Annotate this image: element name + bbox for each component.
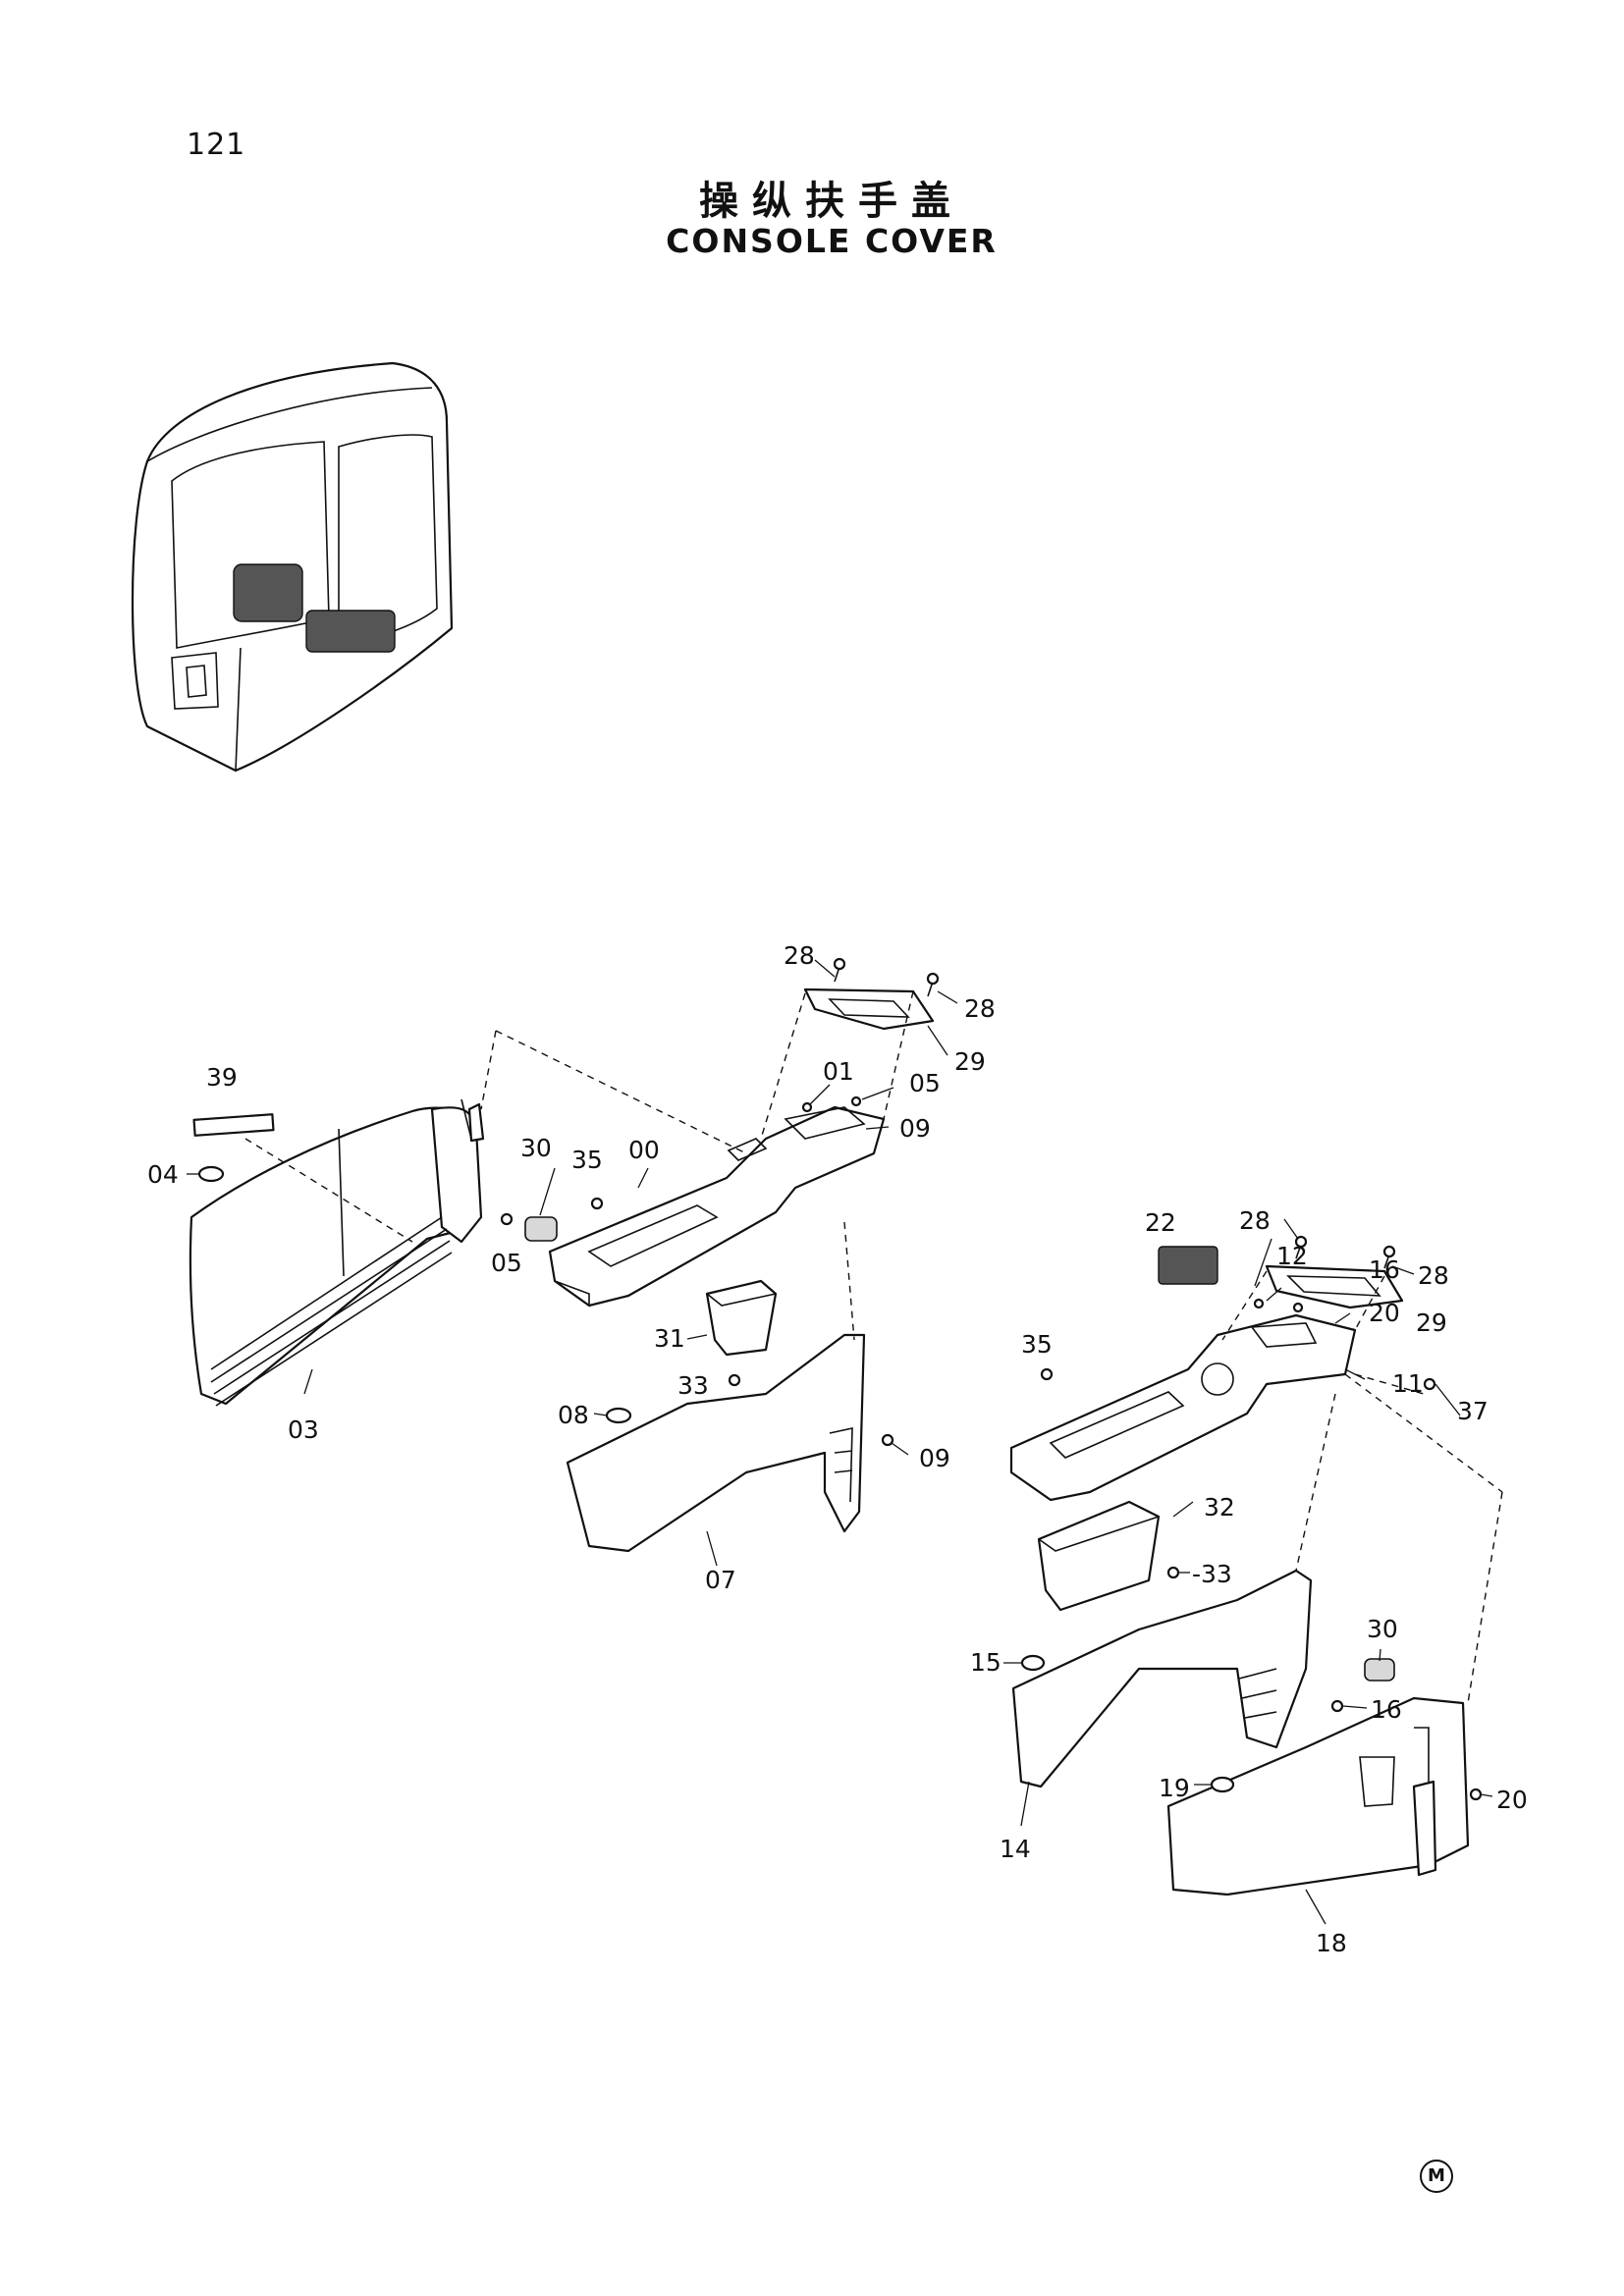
- footer-mark: M: [1420, 2160, 1453, 2193]
- callout-09: 09: [899, 1114, 931, 1143]
- callout-31: 31: [654, 1324, 685, 1353]
- part-39-plate: [192, 1113, 275, 1137]
- callout-14: 14: [1000, 1835, 1031, 1863]
- cab-overview: [131, 361, 454, 773]
- callout-35: 35: [571, 1146, 603, 1174]
- callout-05: 05: [491, 1249, 522, 1277]
- callout-33: -33: [1192, 1560, 1232, 1588]
- title-chinese: 操纵扶手盖: [699, 179, 964, 224]
- left-console-highlight: [233, 563, 303, 622]
- right-console-highlight: [305, 610, 396, 653]
- part-00-console-top: [548, 1105, 886, 1308]
- leader-lines: [187, 959, 1493, 1925]
- part-32-storage-box: [1037, 1500, 1161, 1612]
- callout-01: 01: [823, 1057, 854, 1086]
- callout-30: 30: [520, 1134, 552, 1162]
- part-07-lower-cover: [566, 1333, 866, 1553]
- part-30-switch-left: [524, 1216, 558, 1242]
- callout-32: 32: [1204, 1493, 1235, 1522]
- callout-09: 09: [919, 1444, 950, 1472]
- part-31-cup-holder: [705, 1279, 778, 1357]
- callout-29: 29: [954, 1047, 986, 1076]
- callout-07: 07: [705, 1566, 736, 1594]
- callout-37: 37: [1457, 1397, 1489, 1425]
- callout-00: 00: [628, 1136, 660, 1164]
- callout-20: 20: [1369, 1299, 1400, 1327]
- assembly-lines: [244, 990, 1503, 1704]
- part-14-cover: [1011, 1569, 1313, 1789]
- callout-22: 22: [1145, 1208, 1176, 1237]
- part-18-cover: [1166, 1696, 1470, 1896]
- page-number: 121: [187, 128, 246, 162]
- part-22-box: [1158, 1246, 1218, 1285]
- callout-33: 33: [677, 1371, 709, 1400]
- callout-04: 04: [147, 1160, 179, 1189]
- callout-30: 30: [1367, 1615, 1398, 1643]
- callout-29: 29: [1416, 1308, 1447, 1337]
- callout-12: 12: [1276, 1242, 1308, 1270]
- callout-19: 19: [1159, 1774, 1190, 1802]
- callout-15: 15: [970, 1648, 1001, 1677]
- callout-03: 03: [288, 1415, 319, 1444]
- callout-28: 28: [1239, 1206, 1271, 1235]
- callout-20: 20: [1496, 1786, 1528, 1814]
- callout-39: 39: [206, 1063, 238, 1092]
- callout-35: 35: [1021, 1330, 1053, 1359]
- callout-11: 11: [1392, 1369, 1424, 1398]
- callout-labels: 28 28 29 01 05 09 39 04 30 35 00 05 31 3…: [147, 941, 1528, 1957]
- callout-16: 16: [1371, 1695, 1402, 1724]
- fasteners: [197, 957, 1483, 1801]
- callout-16: 16: [1369, 1255, 1400, 1284]
- callout-28: 28: [964, 994, 996, 1023]
- title-english: CONSOLE COVER: [666, 222, 998, 260]
- part-29-grip-left: [803, 988, 935, 1031]
- callout-05: 05: [909, 1069, 941, 1097]
- callout-08: 08: [558, 1401, 589, 1429]
- callout-28: 28: [1418, 1261, 1449, 1290]
- part-03-left-cover: [189, 1098, 483, 1407]
- part-30-switch-right: [1364, 1658, 1395, 1682]
- part-11-console-top-right: [1009, 1313, 1357, 1502]
- callout-18: 18: [1316, 1929, 1347, 1957]
- callout-28: 28: [784, 941, 815, 970]
